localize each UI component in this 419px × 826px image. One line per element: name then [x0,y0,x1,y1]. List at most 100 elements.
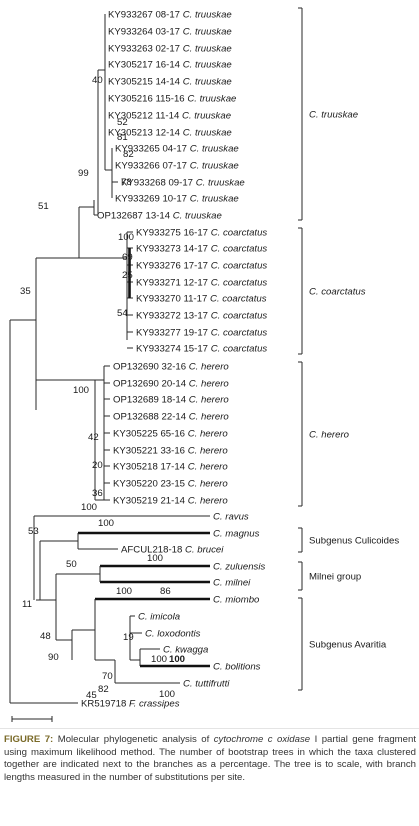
leaf-accession: OP132690 32-16 [113,362,189,373]
leaf-species: C. truuskae [190,161,239,172]
caption-divider [0,728,419,729]
leaf-accession: KY933263 02-17 [108,44,183,55]
leaf-accession: KR519718 [81,699,129,710]
bootstrap-value: 100 [159,689,175,700]
leaf-label-4: KY305215 14-14 C. truuskae [108,77,232,88]
bootstrap-value: 11 [22,599,32,610]
leaf-accession: KY305217 16-14 [108,60,183,71]
leaf-label-32: AFCUL218-18 C. brucei [121,545,224,556]
figure-caption: FIGURE 7: Molecular phylogenetic analysi… [4,734,416,784]
bootstrap-value: 99 [78,168,89,179]
leaf-label-0: KY933267 08-17 C. truuskae [108,10,232,21]
clade-label-5: Subgenus Avaritia [309,640,387,651]
leaf-species: C. ravus [213,512,249,523]
leaf-accession: KY305213 12-14 [108,128,183,139]
leaf-label-36: C. imicola [138,612,180,623]
leaf-label-33: C. zuluensis [213,562,265,573]
leaf-species: C. coarctatus [211,311,268,322]
leaf-accession: KY933274 15-17 [136,344,211,355]
leaf-accession: KY305221 33-16 [113,446,188,457]
leaf-species: C. truuskae [183,128,232,139]
leaf-accession: KY305218 17-14 [113,462,188,473]
bootstrap-value: 100 [73,385,89,396]
leaf-label-18: KY933272 13-17 C. coarctatus [136,311,267,322]
leaf-accession: KY933275 16-17 [136,228,211,239]
leaf-species: F. crassipes [129,699,180,710]
bootstrap-value: 51 [38,201,49,212]
bootstrap-value: 20 [92,460,103,471]
leaf-accession: OP132689 18-14 [113,395,189,406]
leaf-label-22: OP132690 20-14 C. herero [113,379,229,390]
bootstrap-value: 70 [102,671,113,682]
leaf-species: C. imicola [138,612,180,623]
leaf-accession: OP132690 20-14 [113,379,189,390]
leaf-accession: KY933266 07-17 [115,161,190,172]
leaf-label-6: KY305212 11-14 C. truuskae [108,111,231,122]
bootstrap-value: 36 [92,488,103,499]
bootstrap-value: 82 [123,149,134,160]
bootstrap-value: 86 [160,586,171,597]
leaf-accession: OP132688 22-14 [113,412,189,423]
leaf-label-41: KR519718 F. crassipes [81,699,180,710]
leaf-species: C. truuskae [173,211,222,222]
bootstrap-value: 48 [40,631,51,642]
leaf-label-5: KY305216 115-16 C. truuskae [108,94,236,105]
leaf-label-17: KY933270 11-17 C. coarctatus [136,294,267,305]
bootstrap-value: 25 [122,270,133,281]
leaf-accession: OP132687 13-14 [97,211,173,222]
leaf-species: C. herero [189,412,230,423]
leaf-label-16: KY933271 12-17 C. coarctatus [136,278,267,289]
leaf-accession: KY305220 23-15 [113,479,188,490]
bootstrap-value: 100 [147,553,163,564]
leaf-label-25: KY305225 65-16 C. herero [113,429,228,440]
leaf-accession: KY933269 10-17 [115,194,190,205]
leaf-accession: KY933268 09-17 [121,178,196,189]
leaf-accession: KY933272 13-17 [136,311,211,322]
leaf-accession: KY933270 11-17 [136,294,210,305]
bootstrap-value: 90 [48,652,59,663]
leaf-species: C. herero [189,395,230,406]
leaf-label-39: C. bolitions [213,662,261,673]
leaf-accession: KY933277 19-17 [136,328,211,339]
leaf-species: C. coarctatus [211,328,268,339]
leaf-accession: KY933267 08-17 [108,10,183,21]
leaf-species: C. brucei [185,545,224,556]
leaf-label-23: OP132689 18-14 C. herero [113,395,229,406]
leaf-species: C. truuskae [190,194,239,205]
leaf-species: C. miombo [213,595,260,606]
leaf-species: C. herero [188,496,229,507]
leaf-label-24: OP132688 22-14 C. herero [113,412,229,423]
leaf-species: C. truuskae [183,60,232,71]
leaf-label-11: KY933269 10-17 C. truuskae [115,194,239,205]
leaf-label-29: KY305219 21-14 C. herero [113,496,228,507]
leaf-species: C. truuskae [182,111,231,122]
leaf-label-9: KY933266 07-17 C. truuskae [115,161,239,172]
clade-label-0: C. truuskae [309,110,358,121]
leaf-label-7: KY305213 12-14 C. truuskae [108,128,232,139]
bootstrap-value: 100 [98,518,114,529]
leaf-species: C. tuttifrutti [183,679,230,690]
clade-label-4: Milnei group [309,572,361,583]
leaf-label-31: C. magnus [213,529,260,540]
bootstrap-value: 35 [20,286,31,297]
caption-text-post: I partial gene fragment using maximum li… [4,734,416,783]
bootstrap-value: 50 [66,559,77,570]
leaf-species: C. coarctatus [211,228,268,239]
leaf-species: C. milnei [213,578,251,589]
leaf-label-27: KY305218 17-14 C. herero [113,462,228,473]
leaf-label-19: KY933277 19-17 C. coarctatus [136,328,267,339]
leaf-species: C. coarctatus [211,261,268,272]
bootstrap-value: 100 [151,654,167,665]
leaf-species: C. bolitions [213,662,261,673]
leaf-species: C. herero [188,429,229,440]
bootstrap-value: 100 [116,586,132,597]
leaf-label-26: KY305221 33-16 C. herero [113,446,228,457]
leaf-species: C. truuskae [190,144,239,155]
leaf-species: C. coarctatus [210,294,267,305]
bootstrap-value: 69 [122,252,133,263]
clade-label-2: C. herero [309,430,350,441]
leaf-label-40: C. tuttifrutti [183,679,230,690]
leaf-species: C. zuluensis [213,562,265,573]
